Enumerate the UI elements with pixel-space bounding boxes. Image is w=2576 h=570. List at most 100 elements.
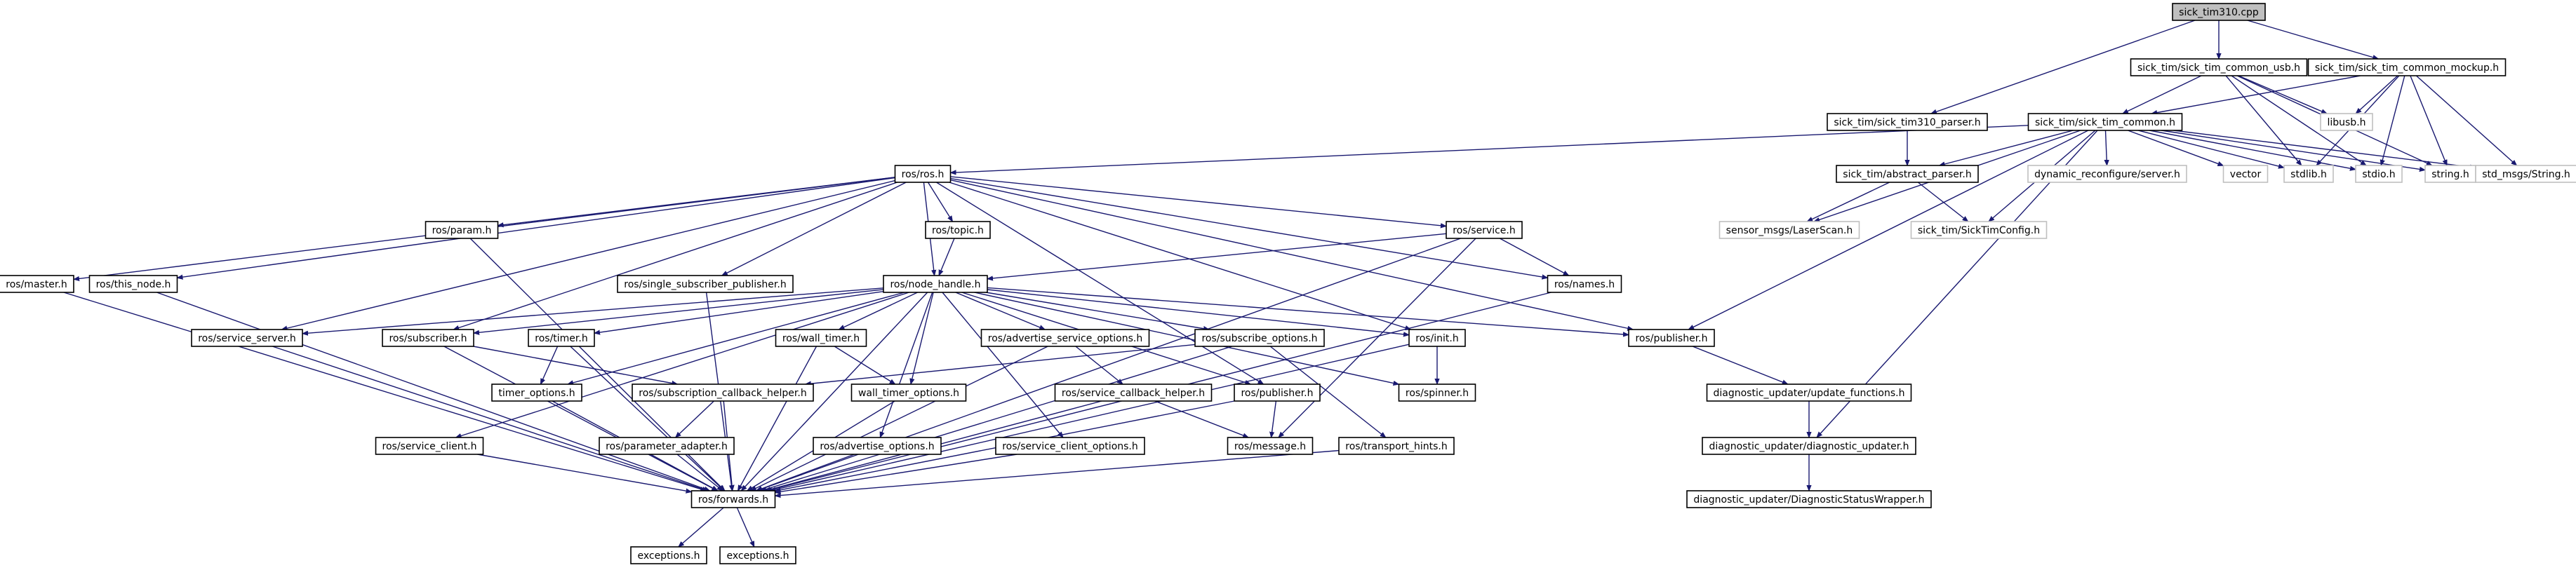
node-master[interactable]: ros/master.h [0, 275, 74, 293]
node-label: timer_options.h [498, 388, 575, 399]
node-box [2222, 165, 2269, 183]
node-box [425, 221, 499, 239]
edge-timer-to-timeropt [540, 346, 559, 384]
node-timer[interactable]: ros/timer.h [528, 329, 595, 347]
node-names[interactable]: ros/names.h [1547, 275, 1622, 293]
node-init[interactable]: ros/init.h [1408, 329, 1466, 347]
edge-nodehandle-to-advopt [880, 292, 933, 437]
edge-rosh-to-init [949, 182, 1411, 330]
node-box [2355, 165, 2403, 183]
edge-mockup-to-libusb [2356, 75, 2398, 114]
node-param[interactable]: ros/param.h [425, 221, 499, 239]
node-usb[interactable]: sick_tim/sick_tim_common_usb.h [2130, 58, 2308, 76]
node-advopt[interactable]: ros/advertise_options.h [813, 437, 942, 455]
edge-mockup-to-stdio [2381, 75, 2405, 165]
node-box [1702, 437, 1916, 455]
node-common[interactable]: sick_tim/sick_tim_common.h [2027, 113, 2183, 131]
node-label: ros/init.h [1415, 333, 1459, 344]
node-label: stdio.h [2362, 169, 2395, 180]
node-label: ros/spinner.h [1406, 388, 1469, 399]
node-box [2320, 113, 2373, 131]
edge-srvserver-to-forwards [272, 346, 708, 491]
edge-mockup-to-string [2410, 75, 2448, 165]
node-box [2172, 3, 2266, 21]
node-srvcbhelper[interactable]: ros/service_callback_helper.h [1054, 384, 1213, 402]
node-exc1[interactable]: exceptions.h [630, 546, 707, 564]
node-vector[interactable]: vector [2222, 165, 2269, 183]
edge-absparser-to-laserscan [1807, 182, 1890, 222]
node-label: ros/master.h [6, 279, 67, 290]
node-box [2424, 165, 2476, 183]
node-nodehandle[interactable]: ros/node_handle.h [883, 275, 988, 293]
node-diagupd[interactable]: diagnostic_updater/diagnostic_updater.h [1702, 437, 1916, 455]
edge-usb-to-stdlib [2225, 75, 2302, 165]
node-string[interactable]: string.h [2424, 165, 2476, 183]
node-srvclient[interactable]: ros/service_client.h [375, 437, 484, 455]
node-timeropt[interactable]: timer_options.h [491, 384, 582, 402]
node-updfunc[interactable]: diagnostic_updater/update_functions.h [1706, 384, 1912, 402]
node-walltimeropt[interactable]: wall_timer_options.h [850, 384, 967, 402]
node-service[interactable]: ros/service.h [1446, 221, 1523, 239]
node-absparser[interactable]: sick_tim/abstract_parser.h [1836, 165, 1979, 183]
node-sspub[interactable]: ros/single_subscriber_publisher.h [617, 275, 794, 293]
edge-advsrvopt-to-forwards [751, 346, 1048, 491]
node-paramadapter[interactable]: ros/parameter_adapter.h [599, 437, 735, 455]
node-exc2[interactable]: exceptions.h [719, 546, 796, 564]
edge-nodehandle-to-spinner [974, 292, 1399, 384]
node-root[interactable]: sick_tim310.cpp [2172, 3, 2266, 21]
edge-advsrvopt-to-srvcbhelper [1075, 346, 1123, 384]
node-label: ros/publisher.h [1241, 388, 1313, 399]
node-spinner[interactable]: ros/spinner.h [1398, 384, 1476, 402]
node-message[interactable]: ros/message.h [1227, 437, 1314, 455]
node-transport[interactable]: ros/transport_hints.h [1338, 437, 1455, 455]
node-stdio[interactable]: stdio.h [2355, 165, 2403, 183]
node-laserscan[interactable]: sensor_msgs/LaserScan.h [1719, 221, 1860, 239]
edge-common-to-string [2161, 130, 2425, 170]
node-timconfig[interactable]: sick_tim/SickTimConfig.h [1910, 221, 2048, 239]
node-label: std_msgs/String.h [2482, 169, 2570, 180]
node-advsrvopt[interactable]: ros/advertise_service_options.h [980, 329, 1150, 347]
edges-layer [63, 20, 2517, 547]
node-topic[interactable]: ros/topic.h [925, 221, 991, 239]
edge-rosh-to-names [950, 177, 1548, 278]
node-stdmsgs[interactable]: std_msgs/String.h [2475, 165, 2576, 183]
edge-absparser-to-timconfig [1917, 182, 1968, 222]
node-subcbhelper[interactable]: ros/subscription_callback_helper.h [632, 384, 814, 402]
edge-nodehandle-to-srvserver [302, 287, 884, 334]
node-label: sick_tim310.cpp [2179, 7, 2259, 18]
node-diagwrap[interactable]: diagnostic_updater/DiagnosticStatusWrapp… [1686, 490, 1932, 508]
edge-forwards-to-exc2 [736, 507, 755, 547]
node-rosh[interactable]: ros/ros.h [894, 165, 952, 183]
node-box [599, 437, 735, 455]
node-forwards[interactable]: ros/forwards.h [690, 490, 776, 508]
node-label: ros/advertise_options.h [820, 441, 934, 452]
node-thisnode[interactable]: ros/this_node.h [88, 275, 178, 293]
node-libusb[interactable]: libusb.h [2320, 113, 2373, 131]
node-subopt[interactable]: ros/subscribe_options.h [1194, 329, 1325, 347]
node-dpublisher[interactable]: ros/publisher.h [1628, 329, 1715, 347]
node-stdlib[interactable]: stdlib.h [2283, 165, 2334, 183]
node-parser310[interactable]: sick_tim/sick_tim310_parser.h [1827, 113, 1988, 131]
node-label: ros/service_client_options.h [1002, 441, 1138, 452]
node-label: ros/message.h [1234, 441, 1306, 452]
node-walltimer[interactable]: ros/wall_timer.h [775, 329, 867, 347]
edge-srvclientopt-to-forwards [775, 454, 1017, 493]
node-label: ros/this_node.h [96, 279, 171, 290]
node-srvclientopt[interactable]: ros/service_client_options.h [995, 437, 1145, 455]
node-srvserver[interactable]: ros/service_server.h [191, 329, 303, 347]
node-box [1827, 113, 1988, 131]
edge-nodehandle-to-walltimer [839, 292, 918, 330]
node-label: sick_tim/abstract_parser.h [1843, 169, 1971, 180]
node-box [775, 329, 867, 347]
node-mockup[interactable]: sick_tim/sick_tim_common_mockup.h [2307, 58, 2507, 76]
node-dynreconf[interactable]: dynamic_reconfigure/server.h [2027, 165, 2187, 183]
node-label: ros/forwards.h [698, 494, 768, 505]
edge-service-to-message [1279, 238, 1476, 437]
node-publisher[interactable]: ros/publisher.h [1234, 384, 1321, 402]
node-subscriber[interactable]: ros/subscriber.h [382, 329, 474, 347]
edge-common-to-absparser [1940, 130, 2074, 165]
node-box [1719, 221, 1860, 239]
node-box [1338, 437, 1455, 455]
edge-srvcbhelper-to-message [1154, 400, 1248, 438]
